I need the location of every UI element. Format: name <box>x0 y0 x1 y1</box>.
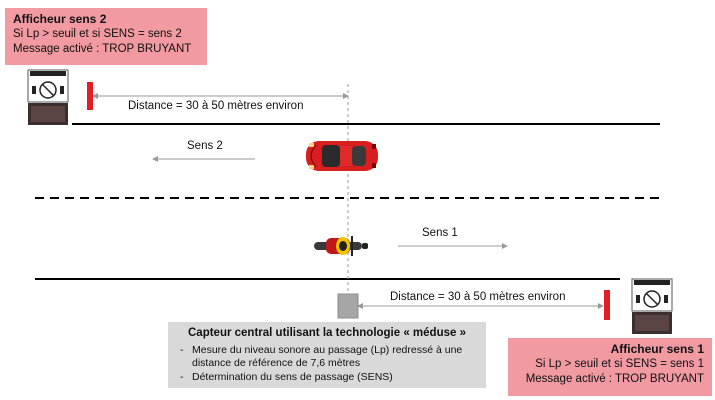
display-bottom-title: Afficheur sens 1 <box>610 342 704 356</box>
sens1-label: Sens 1 <box>422 227 458 239</box>
red-car <box>306 141 378 171</box>
display-top-condition: Si Lp > seuil et si SENS = sens 2 <box>13 28 182 40</box>
display-bottom-condition: Si Lp > seuil et si SENS = sens 1 <box>535 358 704 370</box>
red-marker-top <box>87 82 93 110</box>
sensor-box-item: Mesure du niveau sonore au passage (Lp) … <box>180 344 476 371</box>
sensor-box-item: Détermination du sens de passage (SENS) <box>180 371 476 385</box>
distance-label-top: Distance = 30 à 50 mètres environ <box>128 100 304 112</box>
distance-label-bottom: Distance = 30 à 50 mètres environ <box>390 291 566 303</box>
display-top-message: Message activé : TROP BRUYANT <box>13 43 192 55</box>
sensor-box-list: Mesure du niveau sonore au passage (Lp) … <box>178 344 476 385</box>
display-top-title: Afficheur sens 2 <box>13 12 107 26</box>
display-info-box-bottom: Afficheur sens 1 Si Lp > seuil et si SEN… <box>508 338 712 396</box>
display-info-box-top: Afficheur sens 2 Si Lp > seuil et si SEN… <box>5 8 207 65</box>
display-sign-top <box>27 69 69 125</box>
motorcycle <box>314 236 368 256</box>
red-marker-bottom <box>604 290 610 320</box>
sensor-box-title: Capteur central utilisant la technologie… <box>188 327 466 339</box>
sensor-square <box>337 293 359 319</box>
sens2-label: Sens 2 <box>187 140 223 152</box>
display-bottom-message: Message activé : TROP BRUYANT <box>525 373 704 385</box>
display-sign-bottom <box>631 278 673 334</box>
sensor-info-box: Capteur central utilisant la technologie… <box>168 322 486 388</box>
